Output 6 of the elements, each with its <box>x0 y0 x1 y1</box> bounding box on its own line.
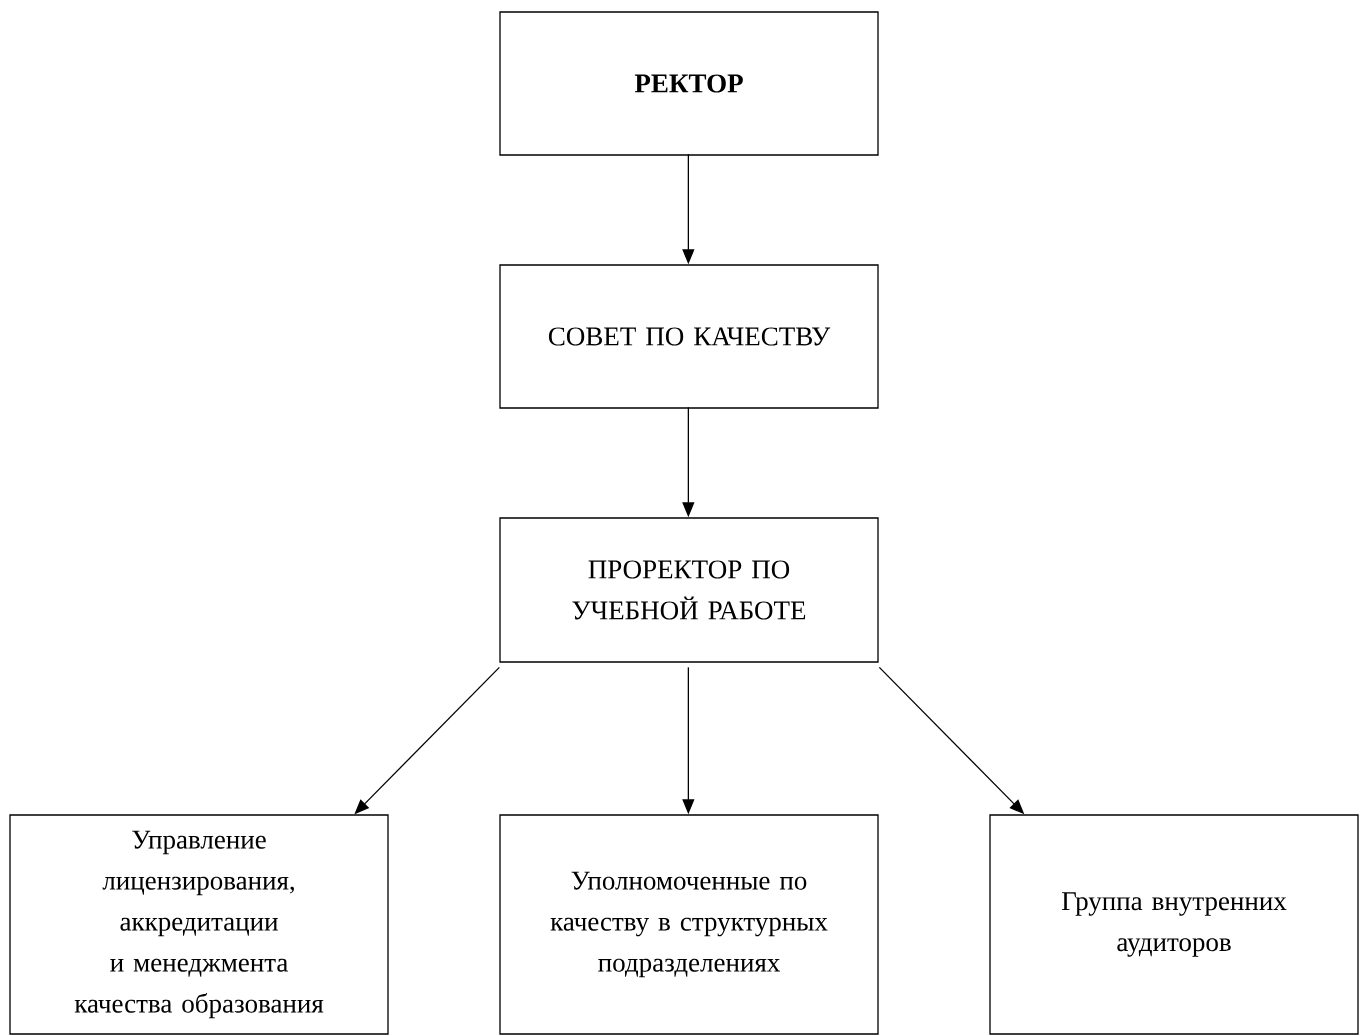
org-box: Группа внутренних аудиторов <box>989 814 1359 1035</box>
org-box: СОВЕТ ПО КАЧЕСТВУ <box>499 264 879 409</box>
org-box: РЕКТОР <box>499 11 879 156</box>
org-box: Уполномоченные по качеству в структурных подразделениях <box>499 814 879 1035</box>
org-box: Управление лицензирования, аккредитации и менеджмента качества образования <box>9 814 389 1035</box>
org-box: ПРОРЕКТОР ПО УЧЕБНОЙ РАБОТЕ <box>499 517 879 663</box>
